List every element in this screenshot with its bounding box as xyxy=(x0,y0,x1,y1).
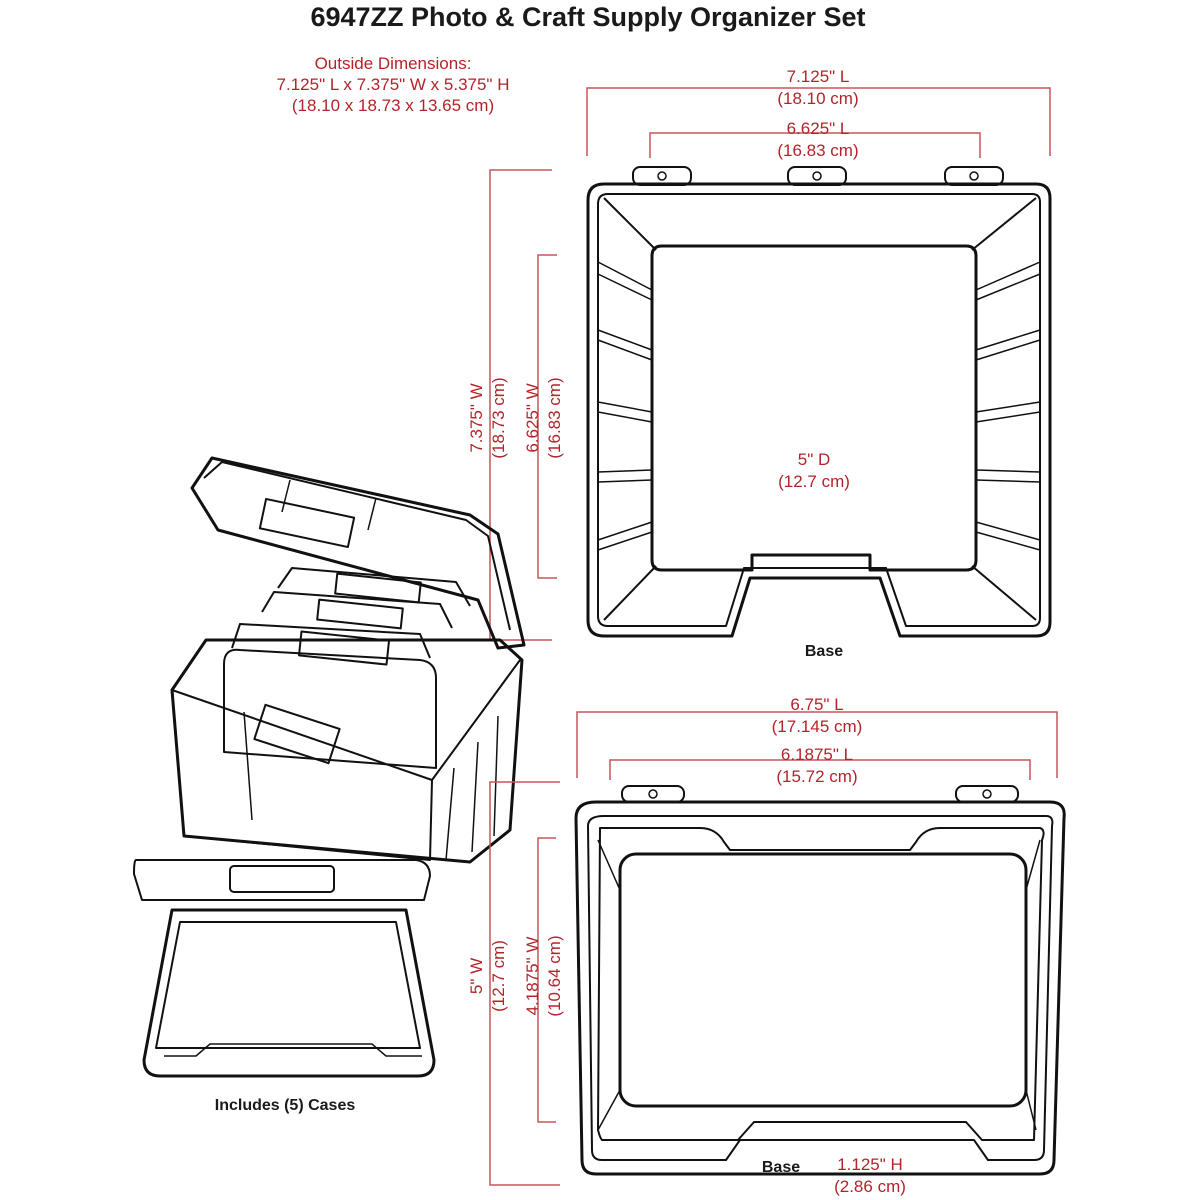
cases-label: Includes (5) Cases xyxy=(215,1097,356,1114)
case-outer-width: 5" W xyxy=(467,958,486,994)
case-view-dimensions: 6.75" L (17.145 cm) 6.1875" L (15.72 cm)… xyxy=(467,695,1058,1196)
case-height: 1.125" H xyxy=(837,1155,903,1174)
case-floor xyxy=(155,921,421,1049)
lid xyxy=(190,456,526,650)
top-inner-width: 6.625" W xyxy=(523,383,542,452)
outside-heading: Outside Dimensions: xyxy=(315,54,472,73)
box-inner-rim xyxy=(597,193,1041,627)
hinge-center xyxy=(787,166,847,186)
case-inner-rim xyxy=(587,815,1054,1161)
case-inner-length: 6.1875" L xyxy=(781,745,853,764)
hinge-right xyxy=(944,166,1004,186)
top-inner-width-cm: (16.83 cm) xyxy=(545,377,564,458)
top-view-label: Base xyxy=(805,643,843,660)
top-inner-length: 6.625" L xyxy=(787,119,850,138)
outside-dimensions: Outside Dimensions: 7.125" L x 7.375" W … xyxy=(277,54,510,115)
top-inner-length-cm: (16.83 cm) xyxy=(777,141,858,160)
case-inner-width: 4.1875" W xyxy=(523,937,542,1016)
case-hinge-left xyxy=(621,785,685,803)
case-hinge-right xyxy=(955,785,1019,803)
case-outer-length-cm: (17.145 cm) xyxy=(772,717,863,736)
top-outer-length-cm: (18.10 cm) xyxy=(777,89,858,108)
case-outer-length-line xyxy=(576,711,1058,778)
box-floor xyxy=(650,244,978,572)
box-outer-wall xyxy=(586,182,1052,638)
case-height-cm: (2.86 cm) xyxy=(834,1177,906,1196)
top-view-dimensions: 7.125" L (18.10 cm) 6.625" L (16.83 cm) … xyxy=(467,67,1051,641)
case-inner-width-cm: (10.64 cm) xyxy=(545,935,564,1016)
open-case-drawing xyxy=(133,859,436,1078)
top-outer-width: 7.375" W xyxy=(467,383,486,452)
case-top-view-drawing xyxy=(574,785,1066,1176)
case-outer-width-line xyxy=(489,781,560,1186)
outside-imperial: 7.125" L x 7.375" W x 5.375" H xyxy=(277,75,510,94)
inner-width-line xyxy=(537,254,557,579)
left-wall-ribs xyxy=(597,261,653,551)
case-outer-length: 6.75" L xyxy=(790,695,843,714)
top-view-box-drawing xyxy=(586,166,1052,638)
front-latch xyxy=(253,703,341,765)
case-inner-length-cm: (15.72 cm) xyxy=(776,767,857,786)
case-base xyxy=(142,908,436,1078)
case-floor-top xyxy=(618,852,1028,1108)
top-outer-length: 7.125" L xyxy=(787,67,850,86)
inner-length-line xyxy=(649,132,981,158)
outer-width-line xyxy=(489,169,552,641)
stacked-cases xyxy=(223,567,471,769)
hinge-left xyxy=(632,166,692,186)
top-outer-width-cm: (18.73 cm) xyxy=(489,377,508,458)
lid-latch xyxy=(258,497,356,549)
top-depth: 5" D xyxy=(798,450,831,469)
case-view-label: Base xyxy=(762,1159,800,1176)
case-lid xyxy=(133,859,431,901)
right-wall-ribs xyxy=(975,261,1041,551)
case-inner-length-line xyxy=(609,759,1031,780)
case-latch xyxy=(229,865,335,893)
case-outer-wall xyxy=(574,800,1066,1176)
perspective-box-drawing xyxy=(170,456,526,864)
case-inner-width-line xyxy=(537,837,556,1123)
top-depth-cm: (12.7 cm) xyxy=(778,472,850,491)
page-title: 6947ZZ Photo & Craft Supply Organizer Se… xyxy=(310,2,865,32)
case-outer-width-cm: (12.7 cm) xyxy=(489,940,508,1012)
outer-length-line xyxy=(586,87,1051,156)
outside-metric: (18.10 x 18.73 x 13.65 cm) xyxy=(292,96,494,115)
